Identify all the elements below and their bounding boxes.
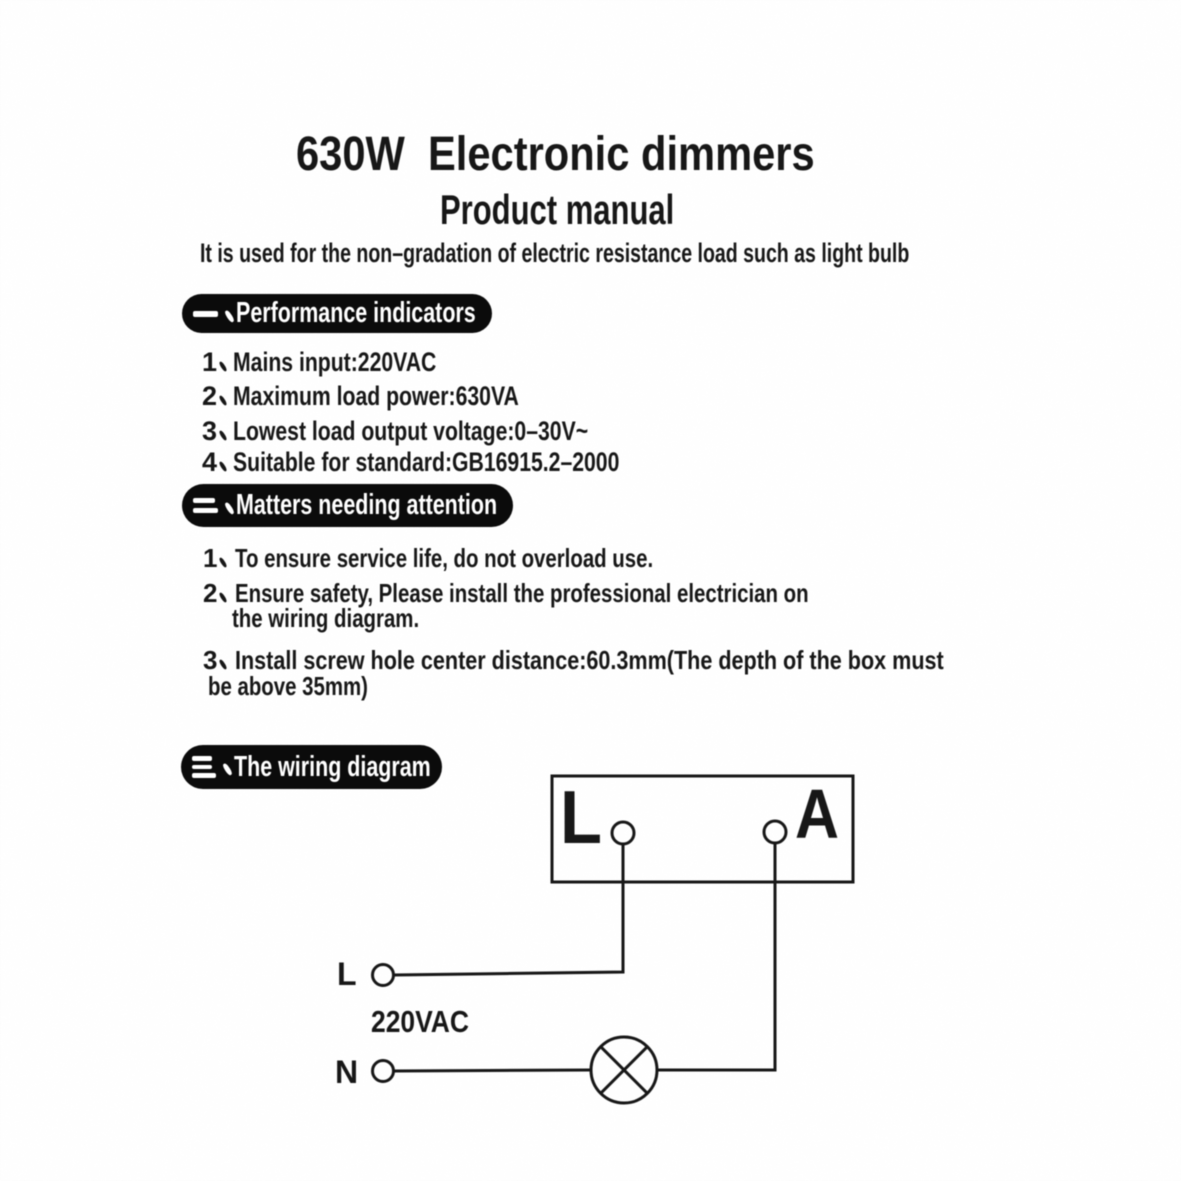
dimmer-terminal-left-label: L — [560, 775, 602, 859]
dimmer-terminal-right-circle — [762, 819, 788, 845]
live-label: L — [337, 956, 357, 992]
neutral-label: N — [335, 1054, 358, 1090]
neutral-terminal-circle — [371, 1059, 395, 1083]
wire-live — [393, 844, 625, 977]
dimmer-terminal-left-circle — [610, 820, 636, 846]
wire-load — [657, 843, 777, 1072]
voltage-label: 220VAC — [371, 1004, 469, 1039]
dimmer-terminal-right-label: A — [795, 775, 839, 853]
live-terminal-circle — [371, 963, 395, 987]
wire-neutral — [393, 1068, 592, 1073]
